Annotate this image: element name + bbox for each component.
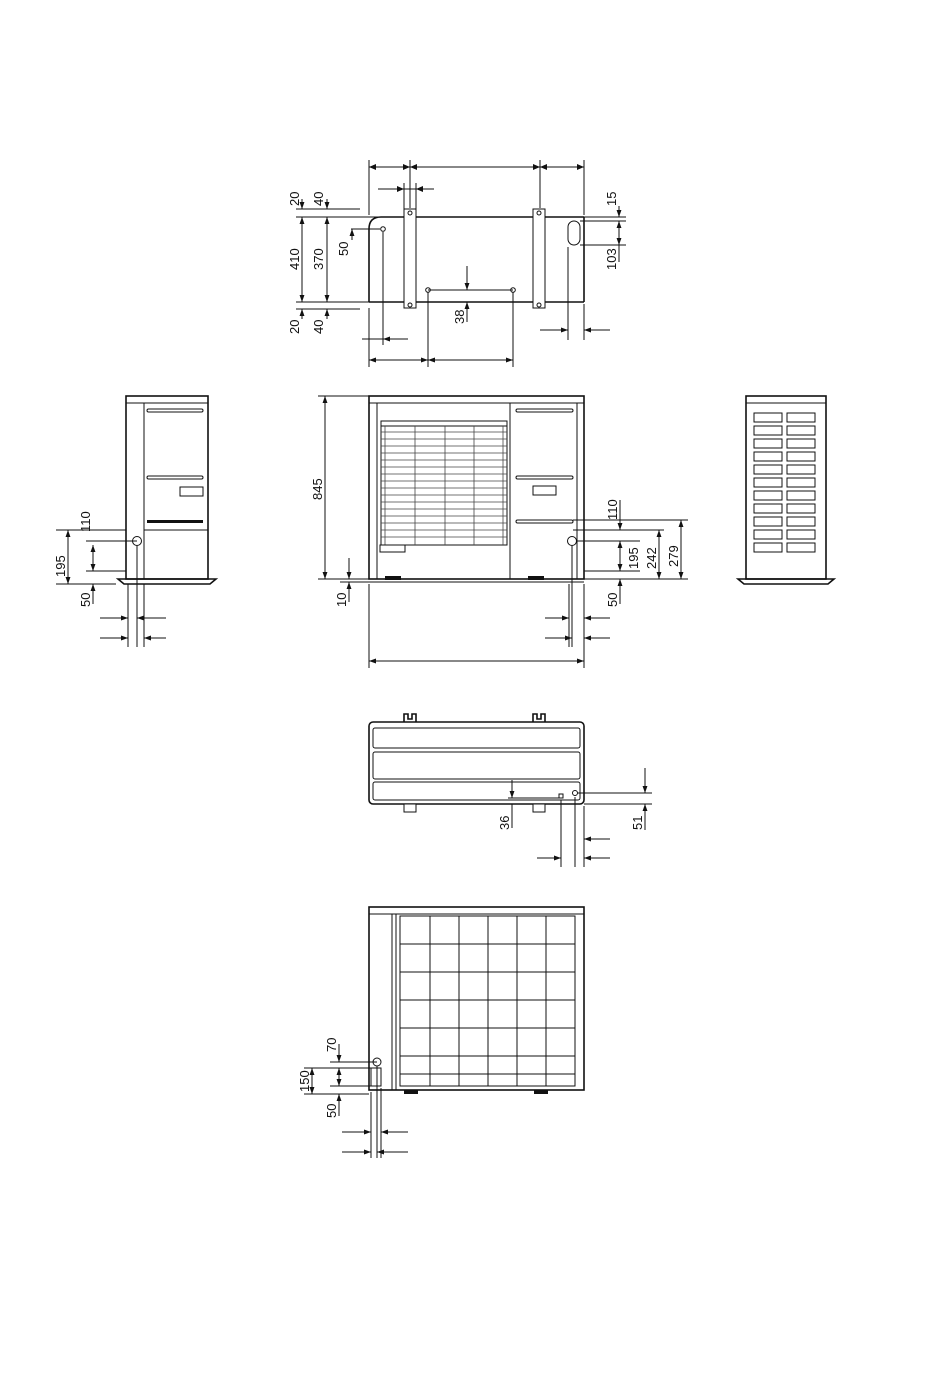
dim-50-left: 50 [78, 593, 93, 607]
rear-wire-grid [400, 916, 575, 1086]
dim-845: 845 [310, 478, 325, 500]
dim-15: 15 [604, 192, 619, 206]
louver-slots [754, 413, 815, 552]
dim-38: 38 [452, 310, 467, 324]
bottom-view: 36 51 [369, 714, 652, 867]
dim-10: 10 [334, 593, 349, 607]
dim-51: 51 [630, 816, 645, 830]
dim-36: 36 [497, 816, 512, 830]
dim-370: 370 [311, 248, 326, 270]
right-side-view [738, 396, 834, 584]
fan-grille [380, 421, 507, 552]
dim-50-rear: 50 [324, 1104, 339, 1118]
dim-20-bottom: 20 [287, 320, 302, 334]
dim-103: 103 [604, 248, 619, 270]
dim-195-front: 195 [626, 547, 641, 569]
rear-view: 70 150 50 [297, 907, 584, 1158]
dim-50-hole: 50 [336, 242, 351, 256]
dim-242: 242 [644, 547, 659, 569]
dim-20-top: 20 [287, 192, 302, 206]
dim-410: 410 [287, 248, 302, 270]
left-side-view: 110 195 50 [53, 396, 216, 647]
dim-40-top: 40 [311, 192, 326, 206]
dim-110-front: 110 [605, 499, 620, 520]
dim-195-left: 195 [53, 555, 68, 577]
front-view: 845 10 110 195 242 279 50 [310, 396, 688, 668]
dim-279: 279 [666, 545, 681, 567]
dim-150: 150 [297, 1070, 312, 1092]
dim-110-left: 110 [78, 511, 93, 532]
dim-50-front: 50 [605, 593, 620, 607]
dim-70: 70 [324, 1038, 339, 1052]
dim-40-bottom: 40 [311, 320, 326, 334]
top-view: 20 40 410 370 50 20 40 38 15 103 [287, 160, 626, 367]
